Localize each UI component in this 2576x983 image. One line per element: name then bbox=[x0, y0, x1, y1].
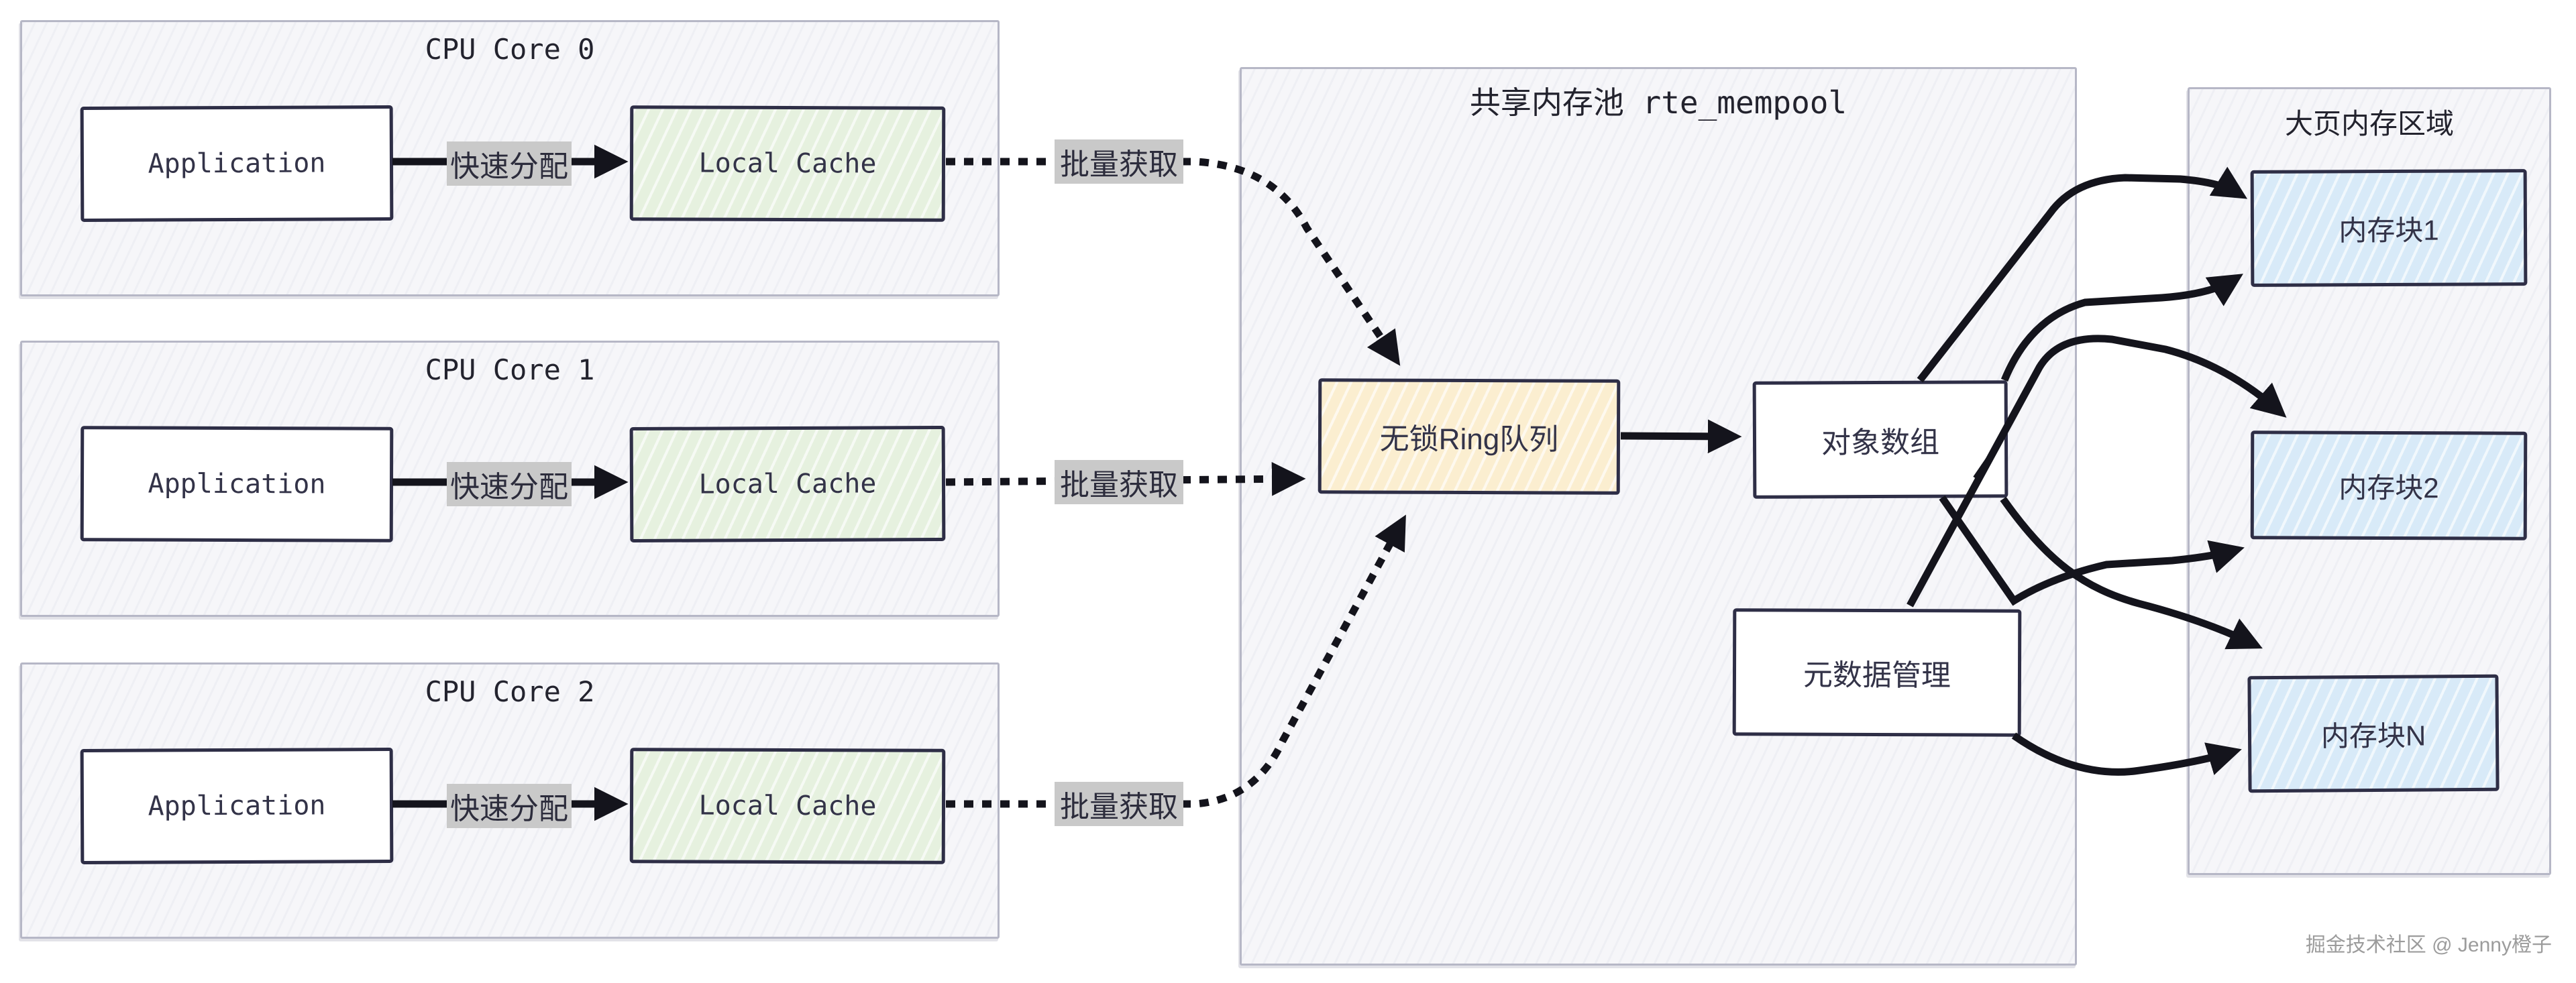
cpu-core-2-container: CPU Core 2 Application 快速分配 Local Cache bbox=[20, 662, 1000, 939]
array-to-blockn-arrow bbox=[2000, 496, 2263, 650]
cpu-core-0-container: CPU Core 0 Application 快速分配 Local Cache bbox=[20, 20, 1000, 296]
hugepage-title: 大页内存区域 bbox=[2284, 108, 2454, 139]
metadata-to-blockn-arrow bbox=[2011, 732, 2242, 776]
metadata-to-block2-arrow bbox=[1907, 335, 2287, 608]
cpu-core-1-title: CPU Core 1 bbox=[425, 353, 595, 386]
batch-fetch-label-core2: 批量获取 bbox=[1055, 782, 1183, 826]
batch-fetch-arrow-core1 bbox=[945, 462, 1306, 496]
array-to-block1-arrow-b bbox=[2000, 274, 2243, 382]
cpu-core-0-title: CPU Core 0 bbox=[425, 33, 595, 66]
batch-fetch-arrow-core2 bbox=[946, 514, 1406, 808]
sketch-stroke bbox=[1973, 453, 1992, 479]
batch-fetch-arrow-core0 bbox=[946, 158, 1401, 366]
cpu-core-2-title: CPU Core 2 bbox=[425, 675, 595, 708]
cpu-core-1-container: CPU Core 1 Application 快速分配 Local Cache bbox=[20, 341, 1000, 617]
mempool-title: 共享内存池 rte_mempool bbox=[1469, 84, 1847, 121]
fast-alloc-label-core2: 快速分配 bbox=[447, 784, 572, 828]
fast-alloc-label-core1: 快速分配 bbox=[447, 462, 572, 506]
watermark: 掘金技术社区 @ Jenny橙子 bbox=[2305, 934, 2552, 956]
batch-fetch-label-core0: 批量获取 bbox=[1055, 139, 1183, 184]
batch-fetch-label-core1: 批量获取 bbox=[1055, 460, 1183, 504]
ring-to-array-arrow bbox=[1620, 419, 1742, 454]
hugepage-container: 大页内存区域 内存块1 内存块2 内存块N bbox=[2188, 87, 2551, 875]
array-to-block1-arrow-a bbox=[1917, 166, 2248, 383]
fast-alloc-label-core0: 快速分配 bbox=[447, 141, 572, 186]
array-to-block2-arrow bbox=[1939, 495, 2245, 606]
